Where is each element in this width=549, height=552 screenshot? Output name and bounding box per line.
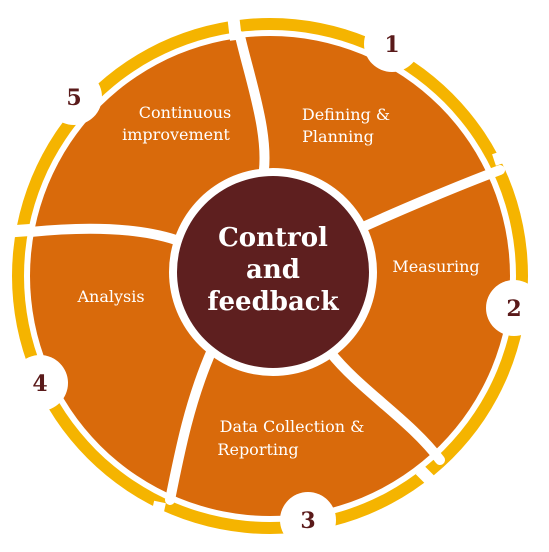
center-title-line-1: Control bbox=[218, 223, 328, 253]
ring-break-2 bbox=[492, 142, 532, 166]
step-3-label-line-2: Reporting bbox=[217, 440, 298, 459]
ring-breaks bbox=[1, 5, 532, 540]
divider-2-3 bbox=[325, 347, 445, 465]
step-4-number: 4 bbox=[32, 371, 47, 397]
ring-break-4 bbox=[146, 500, 166, 540]
ring-break-3 bbox=[415, 465, 451, 501]
ring-break-5 bbox=[1, 224, 31, 238]
divider-3-4 bbox=[165, 345, 217, 505]
step-3-number: 3 bbox=[300, 508, 315, 534]
step-1-label-line-2: Planning bbox=[302, 127, 374, 146]
divider-5-1 bbox=[235, 31, 270, 187]
divider-4-5 bbox=[25, 223, 181, 245]
step-5-label-line-1: Continuous bbox=[139, 103, 231, 122]
step-1-label-line-1: Defining & bbox=[302, 105, 390, 124]
step-2-number: 2 bbox=[506, 296, 521, 322]
step-4-badge-circle bbox=[12, 355, 68, 411]
step-4-label: Analysis bbox=[76, 287, 144, 306]
step-5-number: 5 bbox=[66, 85, 81, 111]
ring-break-1 bbox=[226, 5, 242, 41]
center-title-line-2: and bbox=[246, 255, 300, 285]
center-title-line-3: feedback bbox=[207, 287, 339, 317]
step-3-badge: 3 bbox=[280, 492, 336, 548]
divider-1-2 bbox=[347, 165, 505, 237]
step-1-badge-circle bbox=[364, 16, 420, 72]
segment-dividers bbox=[25, 31, 505, 505]
step-1-badge: 1 bbox=[364, 16, 420, 72]
step-2-badge-circle bbox=[486, 280, 542, 336]
step-1-number: 1 bbox=[384, 32, 399, 58]
step-5-badge: 5 bbox=[46, 69, 102, 125]
center-circle bbox=[177, 176, 369, 368]
step-5-badge-circle bbox=[46, 69, 102, 125]
step-2-badge: 2 bbox=[486, 280, 542, 336]
step-3-badge-circle bbox=[280, 492, 336, 548]
step-5-label-line-2: improvement bbox=[122, 125, 230, 144]
step-2-label: Measuring bbox=[392, 257, 479, 276]
center-title: Control and feedback bbox=[207, 223, 339, 317]
step-4-badge: 4 bbox=[12, 355, 68, 411]
step-3-label-line-1: Data Collection & bbox=[220, 417, 365, 436]
